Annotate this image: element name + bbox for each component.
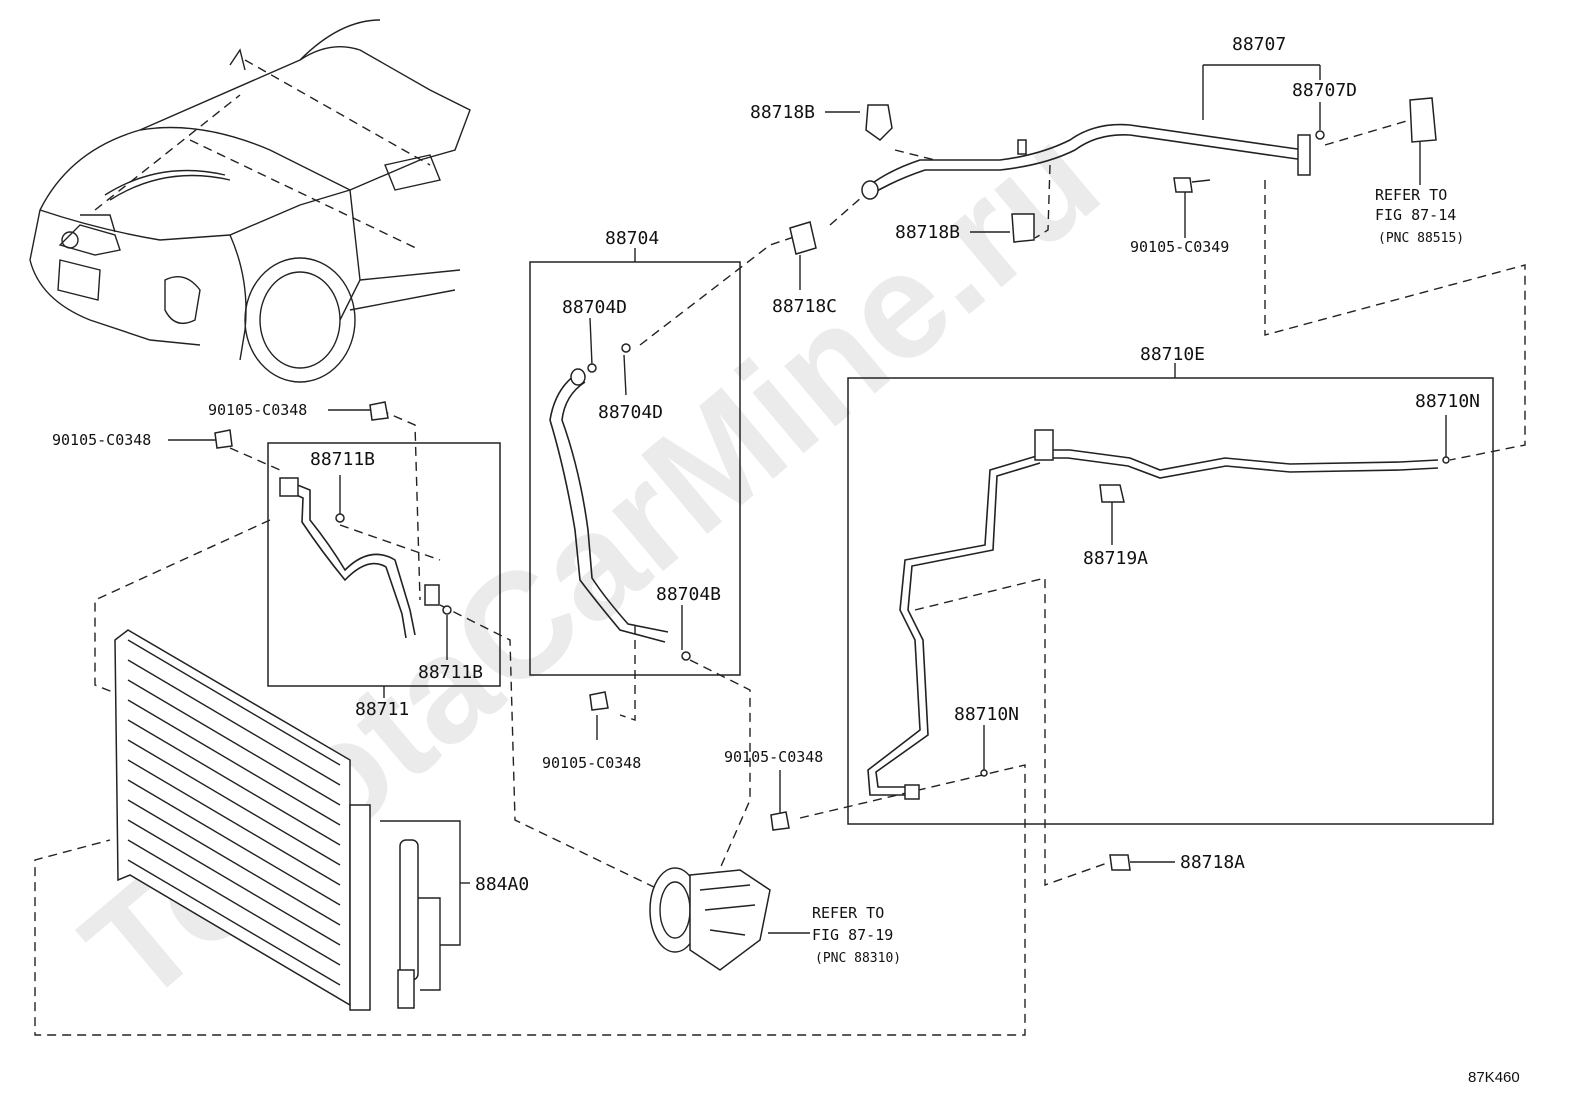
clip-88718A [1109,854,1131,871]
part-leaders [168,64,1447,991]
vehicle-illustration [29,19,471,383]
label-90105-C0348-b: 90105-C0348 [52,431,151,449]
bolt-90105-C0348-c [589,691,609,711]
figure-code: 87K460 [1468,1069,1520,1086]
refer-note-bottom: REFER TO FIG 87-19 (PNC 88310) [812,904,901,966]
label-88704B: 88704B [656,584,721,605]
label-90105-C0348-c: 90105-C0348 [542,754,641,772]
small-parts [214,97,1450,871]
label-88710N-a: 88710N [1415,391,1480,412]
label-90105-C0348-a: 90105-C0348 [208,401,307,419]
block-refer-fig-87-14 [1409,97,1437,143]
clamp-88718B-top [865,104,893,141]
part-labels: 88707 88707D 88718B 88718B 88718C 90105-… [52,34,1480,895]
refer-note-top: REFER TO FIG 87-14 (PNC 88515) [1375,186,1464,246]
label-88711B-a: 88711B [310,449,375,470]
label-88711B-b: 88711B [418,662,483,683]
bolt-90105-C0349 [1173,177,1193,193]
refer-bottom-line3: (PNC 88310) [815,951,901,966]
clamp-88718B-mid [1011,213,1035,243]
label-88710E: 88710E [1140,344,1205,365]
clamp-88718C [789,221,817,255]
label-88718C: 88718C [772,296,837,317]
compressor [649,867,771,971]
sensor-88719A [1099,484,1125,503]
label-88707D: 88707D [1292,80,1357,101]
label-90105-C0349: 90105-C0349 [1130,238,1229,256]
label-88711: 88711 [355,699,409,720]
group-box-88710E [847,377,1494,825]
label-90105-C0348-d: 90105-C0348 [724,748,823,766]
label-88710N-b: 88710N [954,704,1019,725]
refer-top-line2: FIG 87-14 [1375,206,1456,224]
refer-bottom-line2: FIG 87-19 [812,926,893,944]
label-884A0: 884A0 [475,874,529,895]
refer-top-line1: REFER TO [1375,186,1447,204]
label-88704: 88704 [605,228,659,249]
label-88704D-a: 88704D [562,297,627,318]
label-88718B-top: 88718B [750,102,815,123]
pipes [279,123,1439,800]
condenser [114,629,419,1011]
bolt-90105-C0348-b [214,429,233,449]
label-88719A: 88719A [1083,548,1148,569]
label-88718B-mid: 88718B [895,222,960,243]
bolt-90105-C0348-d [770,811,790,831]
label-88718A: 88718A [1180,852,1245,873]
label-88707: 88707 [1232,34,1286,55]
label-88704D-b: 88704D [598,402,663,423]
refer-top-line3: (PNC 88515) [1378,231,1464,246]
bolt-90105-C0348-a [369,401,389,421]
refer-bottom-line1: REFER TO [812,904,884,922]
